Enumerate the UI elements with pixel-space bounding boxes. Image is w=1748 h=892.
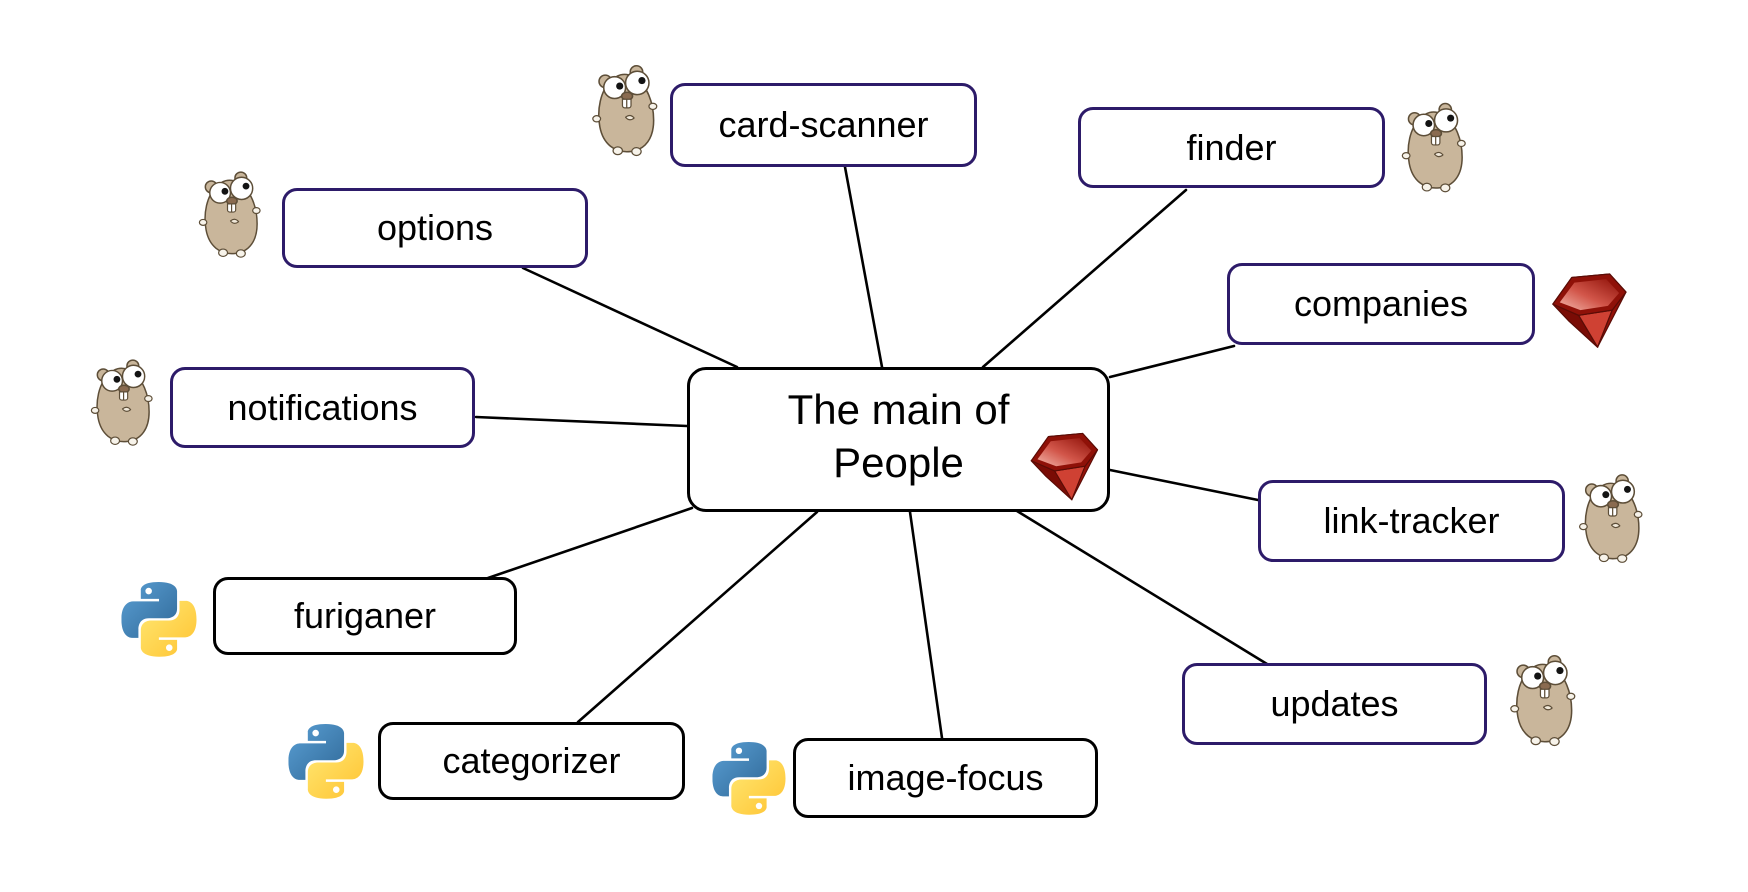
edge-updates [1015, 509, 1269, 666]
node-label: link-tracker [1323, 500, 1500, 541]
node-label: notifications [227, 386, 418, 428]
node-companies[interactable]: companies [1227, 263, 1535, 345]
edge-notifications [474, 415, 689, 428]
node-label: finder [1186, 126, 1277, 168]
go-gopher-icon [1394, 102, 1472, 194]
center-label-line1: The main of [787, 385, 1010, 433]
node-updates[interactable]: updates [1182, 663, 1487, 745]
ruby-icon [1546, 266, 1632, 356]
edge-options [521, 266, 739, 369]
node-center[interactable]: The main of People [687, 367, 1110, 512]
node-image-focus[interactable]: image-focus [793, 738, 1098, 818]
node-card-scanner[interactable]: card-scanner [670, 83, 977, 167]
go-gopher-icon [585, 64, 663, 158]
edge-companies [1108, 344, 1236, 379]
go-gopher-icon [1503, 652, 1581, 750]
node-label: updates [1270, 683, 1399, 724]
python-icon [288, 724, 364, 799]
center-label-line2: People [833, 438, 964, 486]
edge-finder [981, 188, 1188, 369]
node-categorizer[interactable]: categorizer [378, 722, 685, 800]
node-notifications[interactable]: notifications [170, 367, 475, 448]
python-icon [712, 742, 786, 815]
node-label: image-focus [847, 757, 1044, 798]
edge-link-tracker [1108, 468, 1260, 502]
go-gopher-icon [1572, 472, 1648, 566]
go-gopher-icon [84, 354, 158, 452]
go-gopher-icon [192, 168, 266, 262]
node-label: card-scanner [718, 104, 929, 145]
node-label: categorizer [442, 740, 621, 781]
edge-furiganer [486, 506, 694, 580]
node-options[interactable]: options [282, 188, 588, 268]
edge-card-scanner [843, 165, 884, 369]
node-finder[interactable]: finder [1078, 107, 1385, 188]
node-link-tracker[interactable]: link-tracker [1258, 480, 1565, 562]
edge-categorizer [576, 510, 819, 724]
node-label: furiganer [293, 595, 437, 636]
python-icon [121, 582, 197, 657]
edge-image-focus [908, 510, 944, 740]
ruby-icon [1024, 428, 1104, 506]
node-furiganer[interactable]: furiganer [213, 577, 517, 655]
node-label: companies [1293, 283, 1469, 324]
node-label: options [376, 207, 494, 248]
